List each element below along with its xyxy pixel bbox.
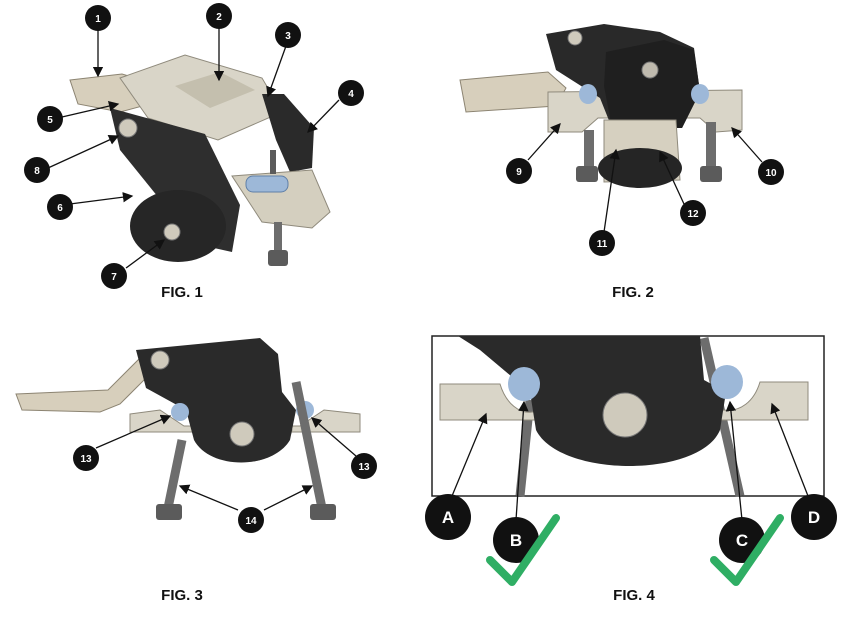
callout-9: [506, 158, 532, 184]
fig4-illustration: [431, 335, 825, 497]
callout-12: [680, 200, 706, 226]
callout-11-label: 11: [597, 239, 608, 250]
callout-B-label: B: [510, 531, 522, 550]
callout-1: [85, 5, 111, 31]
callout-13-right: [351, 453, 377, 479]
callout-14: [238, 507, 264, 533]
callout-5: [37, 106, 63, 132]
fig2-callouts: 9 10 11 12: [506, 123, 784, 256]
fig2-illustration: [459, 24, 743, 188]
fig4-checkmarks: [486, 514, 784, 586]
callout-D: [791, 494, 837, 540]
fig1-illustration: [69, 54, 331, 266]
fig1-callouts: 1 2 3 4 5 6 7 8: [24, 3, 364, 289]
fig4-caption: FIG. 4: [613, 587, 655, 604]
callout-C-label: C: [736, 531, 748, 550]
callout-10: [758, 159, 784, 185]
fig3-caption: FIG. 3: [161, 587, 203, 604]
callout-6-label: 6: [57, 203, 63, 214]
callout-11: [589, 230, 615, 256]
callout-13-left: [73, 445, 99, 471]
callout-A: [425, 494, 471, 540]
callout-10-label: 10: [765, 168, 777, 179]
callout-1-label: 1: [95, 14, 101, 25]
callout-14-label: 14: [245, 516, 257, 527]
fig2-caption: FIG. 2: [612, 284, 654, 301]
callout-3-label: 3: [285, 31, 291, 42]
callout-2: [206, 3, 232, 29]
fig4-letter-callouts: A B C D: [425, 400, 837, 563]
callout-B: [493, 517, 539, 563]
callout-13-right-label: 13: [358, 462, 370, 473]
callout-4-label: 4: [348, 89, 354, 100]
fig1-caption: FIG. 1: [161, 284, 203, 301]
callout-3: [275, 22, 301, 48]
checkmark-icon: [710, 514, 784, 586]
callout-4: [338, 80, 364, 106]
callout-13-left-label: 13: [80, 454, 92, 465]
callout-5-label: 5: [47, 115, 53, 126]
callout-2-label: 2: [216, 12, 222, 23]
callout-9-label: 9: [516, 167, 522, 178]
callout-7-label: 7: [111, 272, 117, 283]
callout-D-label: D: [808, 508, 820, 527]
callout-6: [47, 194, 73, 220]
callout-8-label: 8: [34, 166, 40, 177]
callout-12-label: 12: [687, 209, 699, 220]
checkmark-icon: [486, 514, 560, 586]
callout-A-label: A: [442, 508, 454, 527]
callout-7: [101, 263, 127, 289]
fig3-illustration: [15, 338, 361, 520]
callout-8: [24, 157, 50, 183]
fig3-callouts: 13 13 14: [73, 414, 377, 533]
